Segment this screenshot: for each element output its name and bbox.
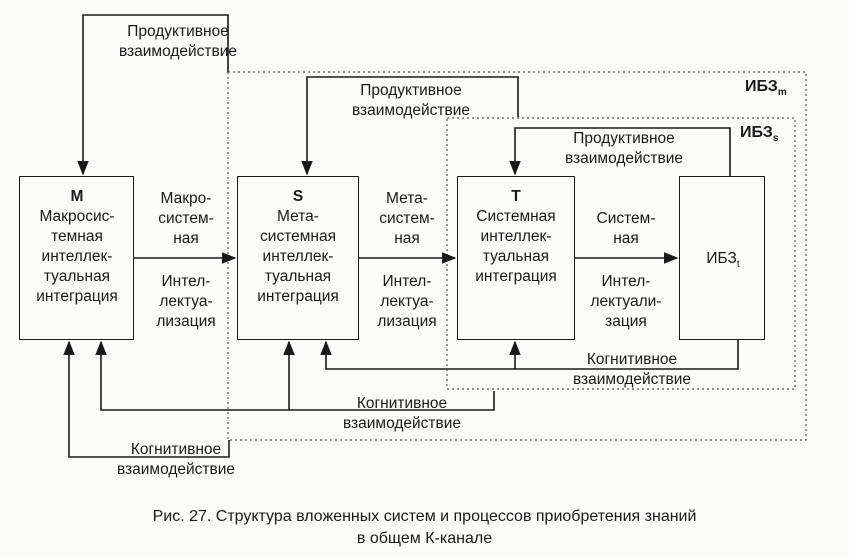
block-m-line: туальная	[43, 268, 111, 285]
loop-prod-inner	[509, 127, 731, 176]
block-m-line: интеграция	[36, 288, 118, 305]
arrow-ti-bottom-label: Интел-лектуали-зация	[590, 273, 662, 330]
block-s-letter: S	[292, 188, 304, 205]
arrow-ms-bottom-label: Интел-лектуа-лизация	[156, 273, 216, 330]
zone-ibzs-label: ИБЗs	[740, 124, 779, 145]
loop-cog-inner	[320, 339, 739, 370]
block-s-line: системная	[260, 228, 336, 245]
loop-cog-outer	[63, 340, 230, 458]
block-t: T Системная интеллек- туальная интеграци…	[457, 176, 575, 340]
loop-prod-outer	[77, 14, 229, 176]
block-s-line: интеллек-	[262, 248, 334, 265]
block-t-line: туальная	[482, 248, 550, 265]
block-t-letter: T	[511, 188, 521, 205]
zone-ibzm-label: ИБЗm	[745, 78, 787, 99]
block-m-line: Макросис-	[39, 208, 115, 225]
arrow-ti-top-label: Систем-ная	[596, 210, 656, 247]
loop-cog-mid	[95, 340, 495, 411]
zone-ibzm	[227, 71, 807, 441]
caption-line: Рис. 27. Структура вложенных систем и пр…	[152, 508, 697, 525]
block-m-letter: M	[70, 188, 84, 205]
caption-line: в общем К-канале	[356, 530, 493, 547]
loop-prod-mid	[301, 76, 519, 176]
block-m-line: интеллек-	[41, 248, 113, 265]
block-m: M Макросис- темная интеллек- туальная ин…	[19, 176, 134, 340]
block-s-line: интеграция	[257, 288, 339, 305]
block-ibzt: ИБЗt	[679, 176, 765, 340]
figure-caption: Рис. 27. Структура вложенных систем и пр…	[0, 506, 849, 550]
block-ibzt-label: ИБЗt	[706, 250, 740, 271]
block-t-line: интеграция	[475, 268, 557, 285]
arrow-ms-top-label: Макро-систем-ная	[158, 190, 214, 247]
block-m-line: темная	[51, 228, 103, 245]
arrow-st-top-label: Мета-систем-ная	[379, 190, 435, 247]
block-s-line: Мета-	[277, 208, 319, 225]
arrow-st-bottom-label: Интел-лектуа-лизация	[377, 273, 437, 330]
block-t-line: Системная	[476, 208, 556, 225]
block-s: S Мета- системная интеллек- туальная инт…	[237, 176, 359, 340]
block-s-line: туальная	[264, 268, 332, 285]
block-t-line: интеллек-	[480, 228, 552, 245]
